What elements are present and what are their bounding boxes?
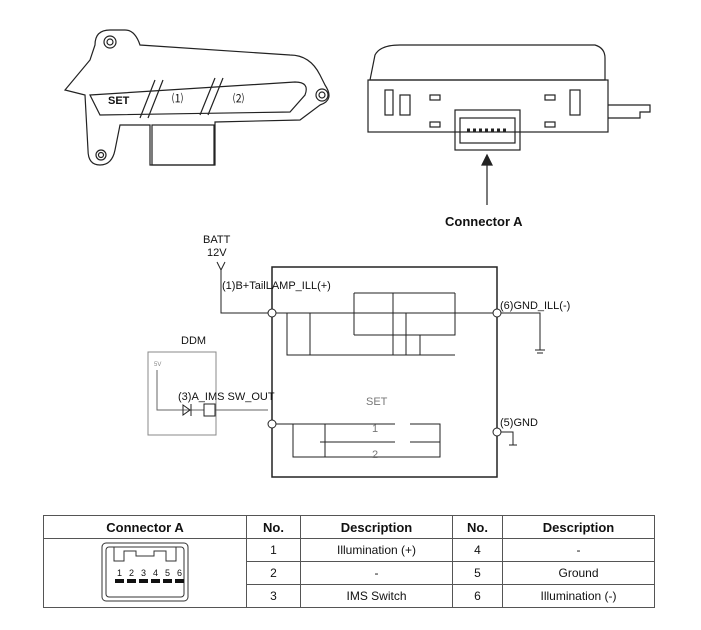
pin-no: 3 [246,584,301,608]
pin-number: 4 [153,568,158,578]
header-description: Description [300,515,453,539]
pin-no: 5 [452,561,503,585]
pin-description: IMS Switch [300,584,453,608]
pin-no: 6 [452,584,503,608]
pin-number: 6 [177,568,182,578]
connector-a-callout: Connector A [445,214,523,229]
header-no-2: No. [452,515,503,539]
ddm-label: DDM [181,335,206,347]
table-row: 2 - 5 Ground [44,561,655,585]
pin6-label: (6)GND_ILL(-) [500,300,570,312]
pin-number: 2 [129,568,134,578]
header-no: No. [246,515,301,539]
pin-number: 3 [141,568,146,578]
pin-number: 1 [117,568,122,578]
pin3-label: (3)A_IMS SW_OUT [178,391,275,403]
switch-1-label: 1 [372,423,378,435]
pin5-label: (5)GND [500,417,538,429]
connector-a-drawing: 1 2 3 4 5 6 [43,538,247,608]
table-row: 3 IMS Switch 6 Illumination (-) [44,584,655,608]
table-row: 1 2 3 4 5 6 1 Illumination (+) 4 - [43,538,655,608]
switch-2-label: 2 [372,449,378,461]
switch-set-label: SET [366,396,388,408]
circuit-schematic [147,261,545,478]
pin-description: Illumination (+) [300,538,453,562]
header-description-2: Description [502,515,655,539]
switch-diagram: SET ⑴ ⑵ Connector A BATT 12V (1)B+TailLA… [63,29,651,478]
batt-voltage: 12V [207,247,227,259]
batt-label: BATT [203,234,231,246]
ims-switch-side-view [367,44,651,205]
seat-1-icon: ⑴ [172,92,183,105]
pin1-label: (1)B+TailLAMP_ILL(+) [222,280,331,292]
pin-description: - [502,538,655,562]
pin-no: 1 [246,538,301,562]
pin-description: Ground [502,561,655,585]
pin-description: Illumination (-) [502,584,655,608]
set-button-label: SET [108,95,130,107]
ims-switch-front-view [63,29,330,166]
connector-pin-table: Connector A No. Description No. Descript… [43,515,655,608]
ddm-5v-label: 5V [154,362,161,368]
pin-no: 2 [246,561,301,585]
header-connector: Connector A [43,515,247,539]
pin-number: 5 [165,568,170,578]
pin-no: 4 [452,538,503,562]
connector-a [454,109,521,151]
seat-2-icon: ⑵ [233,92,244,105]
pin-description: - [300,561,453,585]
